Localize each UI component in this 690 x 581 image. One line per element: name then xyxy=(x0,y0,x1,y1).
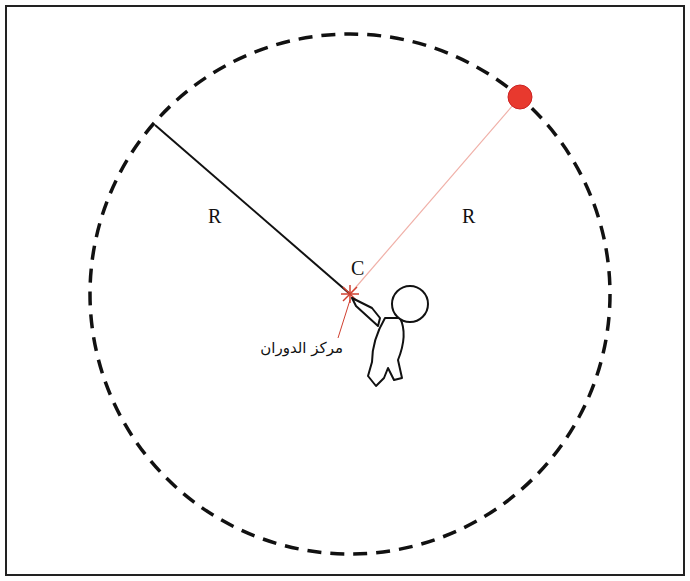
frame xyxy=(6,6,684,575)
center-of-rotation-label: مركز الدوران xyxy=(258,340,345,357)
orbit-circle xyxy=(90,34,610,554)
ball xyxy=(508,85,532,109)
radius-label: R xyxy=(462,206,475,226)
radius-label: R xyxy=(208,206,221,226)
leader-line xyxy=(338,300,350,338)
radius-line xyxy=(155,125,350,294)
center-label: C xyxy=(351,258,364,278)
radius-line-to-ball xyxy=(350,97,520,294)
person-figure xyxy=(352,286,428,386)
